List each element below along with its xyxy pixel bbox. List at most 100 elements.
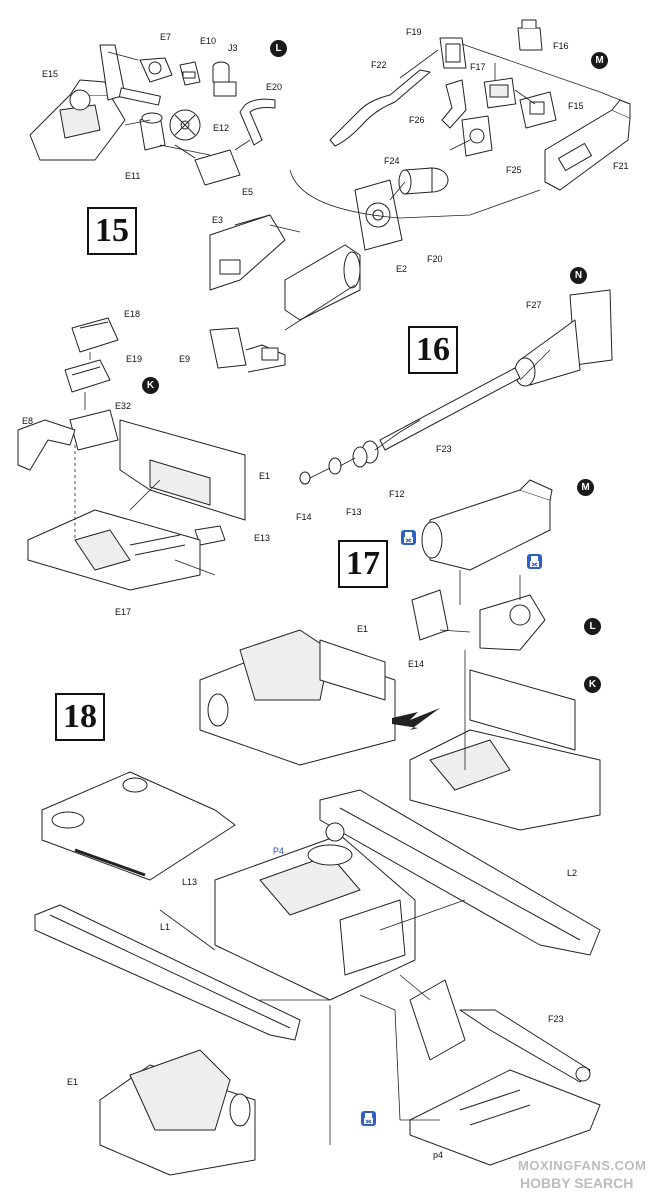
- label-F27: F27: [526, 300, 542, 310]
- part-E1-assembly-18: [99, 1049, 256, 1176]
- label-F21: F21: [613, 161, 629, 171]
- label-L2: L2: [567, 868, 578, 878]
- part-J3: [212, 61, 237, 97]
- label-E15: E15: [42, 69, 59, 79]
- part-L13: [41, 771, 236, 881]
- part-L-assembly-17: [479, 594, 546, 651]
- part-E3: [209, 214, 286, 291]
- part-F23-gun: [409, 979, 591, 1083]
- assembled-hull-interior-17: [199, 629, 396, 766]
- part-E20: [239, 98, 276, 146]
- label-E20: E20: [266, 82, 283, 92]
- part-F21: [544, 99, 631, 191]
- part-F27: [514, 289, 613, 387]
- label-P4: P4: [273, 846, 285, 856]
- label-E18: E18: [124, 309, 141, 319]
- label-E2: E2: [396, 264, 408, 274]
- part-E9: [209, 327, 286, 373]
- step-17-number: 17: [338, 540, 388, 588]
- label-E17: E17: [115, 607, 132, 617]
- part-F26: [441, 79, 467, 129]
- label-E13: E13: [254, 533, 271, 543]
- assembly-leader-lines: [74, 43, 631, 1145]
- part-E5: [174, 144, 241, 186]
- badge-N: N: [570, 267, 587, 284]
- badge-L: L: [270, 40, 287, 57]
- label-F19: F19: [406, 27, 422, 37]
- label-F24: F24: [384, 156, 400, 166]
- label-E14: E14: [408, 659, 425, 669]
- label-J3: J3: [228, 43, 238, 53]
- part-F15: [519, 91, 557, 129]
- step-17-direction-arrow: [392, 708, 440, 730]
- badge-M-17: M: [577, 479, 594, 496]
- part-E10: [179, 61, 201, 86]
- part-M-assembly-17: [421, 479, 553, 571]
- part-F14: [299, 471, 311, 485]
- part-F23-barrel: [379, 367, 521, 451]
- label-E8: E8: [22, 416, 34, 426]
- part-E19: [64, 359, 111, 393]
- label-E10: E10: [200, 36, 217, 46]
- part-E12: [169, 109, 201, 141]
- part-F17: [483, 77, 517, 109]
- part-K-assembly-17: [409, 669, 601, 831]
- label-F20: F20: [427, 254, 443, 264]
- label-E5: E5: [242, 187, 254, 197]
- cement-icon: [401, 530, 416, 545]
- label-F14: F14: [296, 512, 312, 522]
- part-F20: [354, 179, 403, 251]
- part-E2: [284, 244, 361, 321]
- step-15-number: 15: [87, 207, 137, 255]
- badge-M: M: [591, 52, 608, 69]
- badge-K-17: K: [584, 676, 601, 693]
- label-E32: E32: [115, 401, 132, 411]
- label-E3: E3: [212, 215, 224, 225]
- label-E7: E7: [160, 32, 172, 42]
- label-F22: F22: [371, 60, 387, 70]
- badge-L-17: L: [584, 618, 601, 635]
- step-18-number: 18: [55, 693, 105, 741]
- part-E32: [69, 409, 119, 451]
- label-L13: L13: [182, 877, 198, 887]
- label-F26: F26: [409, 115, 425, 125]
- gun-mount-L-assembly: [29, 44, 161, 161]
- watermark-hobby-search: HOBBY SEARCH: [520, 1175, 634, 1191]
- label-F23: F23: [548, 1014, 564, 1024]
- part-E18: [71, 317, 119, 353]
- part-E1-wall: [119, 419, 246, 521]
- watermark-moxingfans: MOXINGFANS.COM: [518, 1158, 647, 1173]
- label-F15: F15: [568, 101, 584, 111]
- label-L1: L1: [160, 922, 171, 932]
- part-p4-plate: [409, 1069, 601, 1166]
- label-F25: F25: [506, 165, 522, 175]
- hull-superstructure-18: [214, 822, 416, 1001]
- label-F17: F17: [470, 62, 486, 72]
- step-16-number: 16: [408, 326, 458, 374]
- label-F16: F16: [553, 41, 569, 51]
- label-E9: E9: [179, 354, 191, 364]
- label-E11: E11: [125, 171, 141, 181]
- label-F12: F12: [389, 489, 405, 499]
- part-F25: [461, 115, 493, 157]
- label-F23: F23: [436, 444, 452, 454]
- label-E1: E1: [259, 471, 271, 481]
- cement-icon: [527, 554, 542, 569]
- part-L1: [34, 904, 301, 1041]
- part-F22: [329, 69, 431, 147]
- cement-icon: [361, 1111, 376, 1126]
- label-E1: E1: [67, 1077, 79, 1087]
- part-L2: [319, 789, 601, 956]
- part-F13: [328, 457, 342, 475]
- badge-K: K: [142, 377, 159, 394]
- label-E12: E12: [213, 123, 230, 133]
- part-F12: [352, 440, 379, 468]
- part-F16: [517, 19, 543, 51]
- part-E11: [139, 112, 166, 151]
- part-E7: [139, 57, 173, 83]
- part-E8: [17, 419, 76, 471]
- label-p4: p4: [433, 1150, 444, 1160]
- part-E14: [411, 589, 449, 641]
- label-F13: F13: [346, 507, 362, 517]
